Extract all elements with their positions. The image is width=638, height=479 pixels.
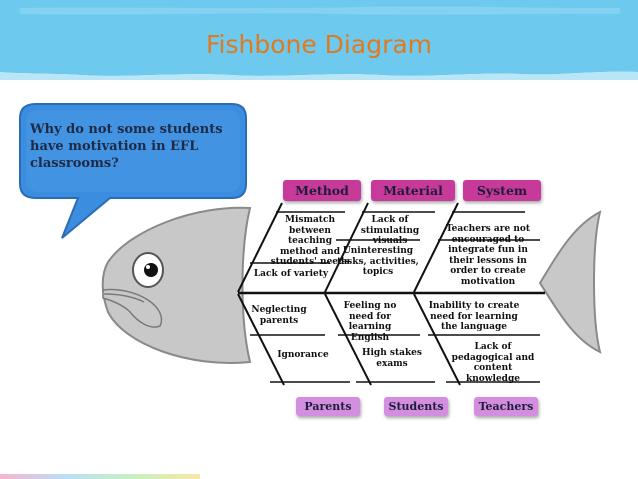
cause-material-tasks: Uninteresting tasks, activities, topics bbox=[336, 246, 420, 278]
category-teachers: Teachers bbox=[474, 397, 538, 416]
cause-students-no-need: Feeling no need for learning English bbox=[334, 301, 406, 343]
cause-method-variety: Lack of variety bbox=[246, 269, 336, 280]
category-students: Students bbox=[384, 397, 448, 416]
fish-tail bbox=[540, 212, 600, 352]
question-text: Why do not some students have motivation… bbox=[30, 121, 240, 172]
cause-parents-neglecting: Neglecting parents bbox=[244, 305, 314, 326]
cause-students-exams: High stakes exams bbox=[360, 348, 424, 369]
cause-parents-ignorance: Ignorance bbox=[268, 350, 338, 361]
cause-material-visuals: Lack of stimulating visuals bbox=[360, 215, 420, 247]
cause-teachers-knowledge: Lack of pedagogical and content knowledg… bbox=[448, 342, 538, 384]
cause-system-fun: Teachers are not encouraged to integrate… bbox=[438, 224, 538, 287]
category-system: System bbox=[463, 180, 541, 201]
cause-teachers-inability: Inability to create need for learning th… bbox=[424, 301, 524, 333]
category-material: Material bbox=[371, 180, 455, 201]
fish-head bbox=[103, 208, 250, 363]
category-method: Method bbox=[283, 180, 361, 201]
footer-accent-bar bbox=[0, 474, 200, 479]
category-parents: Parents bbox=[296, 397, 360, 416]
